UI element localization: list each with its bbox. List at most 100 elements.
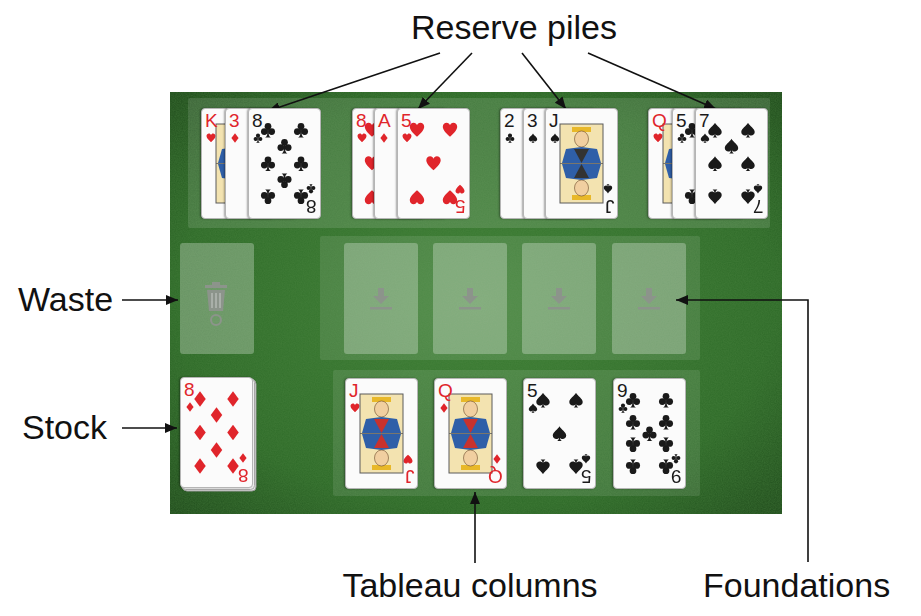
playing-card: 77 bbox=[695, 108, 768, 219]
robe-trim bbox=[463, 434, 478, 448]
face-head bbox=[464, 401, 478, 417]
suit-pip bbox=[410, 123, 424, 137]
face-half bbox=[362, 434, 401, 470]
card-rank: 8 bbox=[356, 111, 367, 130]
drop-icon-bar bbox=[638, 307, 660, 310]
card-rank: 9 bbox=[617, 381, 628, 400]
suit-pip bbox=[582, 454, 590, 463]
suit-pip bbox=[754, 184, 762, 193]
tableau-band bbox=[333, 370, 700, 496]
suit-pip bbox=[456, 185, 465, 194]
robe bbox=[451, 434, 490, 450]
suit-pip bbox=[440, 403, 447, 413]
playing-card: JJ bbox=[545, 108, 618, 219]
playing-card: JJ bbox=[345, 378, 418, 489]
suit-pip bbox=[403, 134, 412, 143]
suit-pip bbox=[277, 173, 291, 188]
card-rank: 2 bbox=[504, 111, 515, 130]
drop-icon bbox=[462, 288, 478, 304]
card-rank: 8 bbox=[306, 197, 317, 216]
robe bbox=[451, 417, 490, 433]
felt-texture bbox=[170, 92, 782, 514]
suit-pip bbox=[227, 391, 239, 406]
card-rank: 3 bbox=[527, 111, 538, 130]
robe-trim bbox=[374, 419, 389, 433]
suit-pip bbox=[529, 133, 537, 142]
trash-rib bbox=[215, 293, 216, 308]
suit-pip bbox=[725, 139, 738, 154]
suit-pip bbox=[659, 393, 673, 408]
suit-pip bbox=[741, 123, 754, 138]
suit-pip bbox=[231, 133, 238, 143]
card-rank: J bbox=[405, 467, 415, 486]
robe-trim bbox=[463, 419, 478, 433]
card-rank: 7 bbox=[753, 197, 764, 216]
suit-pip bbox=[536, 459, 549, 474]
face-half bbox=[562, 164, 601, 200]
trash-handle bbox=[212, 282, 220, 285]
suit-pip bbox=[207, 134, 216, 143]
face-divider bbox=[449, 433, 492, 434]
robe-trim bbox=[374, 434, 389, 448]
suit-pip bbox=[227, 458, 239, 473]
face-head bbox=[575, 131, 589, 147]
robe bbox=[562, 164, 601, 180]
suit-pip bbox=[194, 425, 206, 440]
face-frame bbox=[560, 124, 603, 203]
card-rank: 5 bbox=[581, 467, 592, 486]
face-half bbox=[562, 127, 601, 163]
suit-pip bbox=[654, 134, 663, 143]
trash-rib bbox=[211, 293, 212, 308]
suit-pip bbox=[443, 123, 457, 137]
trash-lid bbox=[205, 285, 227, 288]
suit-pip bbox=[551, 133, 559, 142]
card-rank: 5 bbox=[455, 197, 466, 216]
suit-pip bbox=[659, 437, 673, 452]
suit-pip bbox=[294, 156, 308, 171]
leader-line bbox=[522, 53, 566, 109]
suit-pip bbox=[604, 184, 612, 193]
recycle-mark bbox=[211, 315, 221, 325]
suit-pip bbox=[678, 134, 687, 143]
face-frame bbox=[360, 394, 403, 473]
suit-pip bbox=[294, 189, 308, 204]
leader-line bbox=[418, 53, 472, 109]
card-rank: 5 bbox=[676, 111, 687, 130]
card-rank: Q bbox=[652, 111, 667, 130]
face-half bbox=[451, 434, 490, 470]
foundation-slots bbox=[344, 243, 686, 354]
waste-slot bbox=[180, 243, 254, 354]
card-rank: 8 bbox=[252, 111, 263, 130]
suit-pip bbox=[659, 415, 673, 430]
suit-pip bbox=[261, 189, 275, 204]
card-rank: J bbox=[605, 197, 615, 216]
suit-pip bbox=[626, 437, 640, 452]
card-rank: 8 bbox=[184, 380, 195, 399]
card-rank: 5 bbox=[527, 381, 538, 400]
drop-icon bbox=[373, 288, 389, 304]
suit-pip bbox=[443, 190, 457, 204]
suit-pip bbox=[410, 190, 424, 204]
foundation-slot bbox=[344, 243, 418, 354]
leader-line bbox=[122, 299, 178, 301]
card-rank: Q bbox=[488, 467, 503, 486]
face-divider bbox=[360, 433, 403, 434]
drop-icon-bar bbox=[459, 307, 481, 310]
suit-pip bbox=[626, 393, 640, 408]
face-frame bbox=[449, 394, 492, 473]
robe bbox=[362, 434, 401, 450]
card-rank: K bbox=[205, 111, 218, 130]
suit-pip bbox=[553, 426, 566, 441]
leader-line bbox=[588, 53, 716, 109]
suit-pip bbox=[261, 156, 275, 171]
robe-trim bbox=[574, 149, 589, 163]
suit-pip bbox=[642, 426, 656, 441]
annotation-label: Stock bbox=[22, 408, 107, 447]
face-head bbox=[375, 401, 389, 417]
drop-icon bbox=[551, 288, 567, 304]
robe bbox=[362, 417, 401, 433]
drop-icon-bar bbox=[548, 307, 570, 310]
card-rank: 9 bbox=[671, 467, 682, 486]
